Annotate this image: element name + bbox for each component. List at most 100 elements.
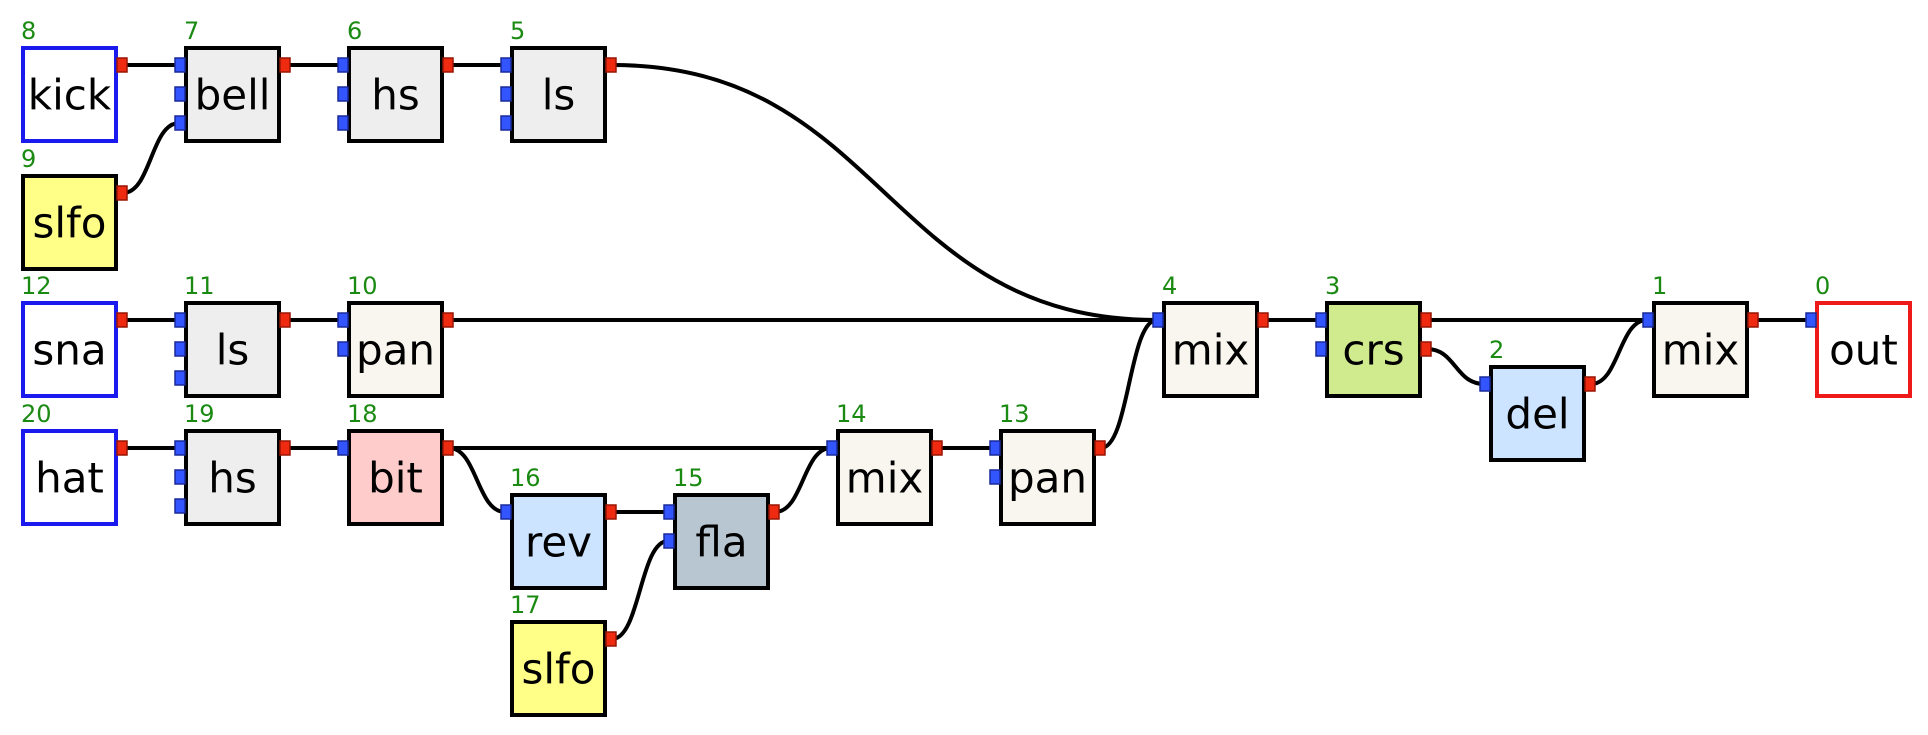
input-port-1[interactable] <box>337 440 349 456</box>
node-box[interactable] <box>347 301 444 398</box>
node-index-label: 4 <box>1162 272 1177 300</box>
node-box[interactable] <box>184 429 281 526</box>
output-port-1[interactable] <box>442 440 454 456</box>
node-box[interactable] <box>347 429 444 526</box>
node-box[interactable] <box>21 46 118 143</box>
input-port-1[interactable] <box>337 312 349 328</box>
input-port-2[interactable] <box>337 86 349 102</box>
input-port-1[interactable] <box>1479 376 1491 392</box>
input-port-1[interactable] <box>500 504 512 520</box>
node-box[interactable] <box>1815 301 1912 398</box>
node-label: mix <box>846 454 923 503</box>
output-port-1[interactable] <box>605 504 617 520</box>
input-port-2[interactable] <box>989 469 1001 485</box>
input-port-1[interactable] <box>826 440 838 456</box>
output-port-1[interactable] <box>116 185 128 201</box>
input-port-3[interactable] <box>500 115 512 131</box>
output-port-1[interactable] <box>442 57 454 73</box>
output-port-1[interactable] <box>931 440 943 456</box>
input-port-2[interactable] <box>174 469 186 485</box>
input-port-1[interactable] <box>174 312 186 328</box>
output-port-1[interactable] <box>1420 312 1432 328</box>
input-port-1[interactable] <box>1315 312 1327 328</box>
node-box[interactable] <box>184 301 281 398</box>
output-port-1[interactable] <box>116 312 128 328</box>
node-index-label: 10 <box>347 272 378 300</box>
node-box[interactable] <box>510 46 607 143</box>
input-port-2[interactable] <box>174 86 186 102</box>
node-index-label: 20 <box>21 400 52 428</box>
output-port-1[interactable] <box>605 57 617 73</box>
input-port-1[interactable] <box>500 57 512 73</box>
input-port-2[interactable] <box>1315 341 1327 357</box>
input-port-3[interactable] <box>174 498 186 514</box>
output-port-1[interactable] <box>279 57 291 73</box>
node-hs1[interactable]: 6hs <box>337 17 454 143</box>
node-box[interactable] <box>184 46 281 143</box>
node-box[interactable] <box>836 429 933 526</box>
input-port-1[interactable] <box>1805 312 1817 328</box>
output-port-1[interactable] <box>116 440 128 456</box>
node-box[interactable] <box>999 429 1096 526</box>
node-box[interactable] <box>1489 365 1586 462</box>
output-port-1[interactable] <box>116 57 128 73</box>
input-port-3[interactable] <box>174 370 186 386</box>
node-box[interactable] <box>1162 301 1259 398</box>
input-port-2[interactable] <box>174 341 186 357</box>
input-port-1[interactable] <box>1642 312 1654 328</box>
output-port-1[interactable] <box>605 631 617 647</box>
output-port-1[interactable] <box>768 504 780 520</box>
input-port-3[interactable] <box>174 115 186 131</box>
output-port-1[interactable] <box>279 312 291 328</box>
node-label: kick <box>28 71 112 120</box>
node-label: fla <box>695 518 747 567</box>
output-port-2[interactable] <box>1420 341 1432 357</box>
node-box[interactable] <box>510 493 607 590</box>
node-box[interactable] <box>673 493 770 590</box>
node-box[interactable] <box>1325 301 1422 398</box>
node-box[interactable] <box>510 620 607 717</box>
output-port-1[interactable] <box>1584 376 1596 392</box>
node-box[interactable] <box>21 174 118 271</box>
node-ls1[interactable]: 5ls <box>500 17 617 143</box>
input-port-3[interactable] <box>337 115 349 131</box>
output-port-1[interactable] <box>1257 312 1269 328</box>
input-port-1[interactable] <box>663 504 675 520</box>
node-box[interactable] <box>347 46 444 143</box>
node-box[interactable] <box>21 301 118 398</box>
input-port-2[interactable] <box>500 86 512 102</box>
output-port-1[interactable] <box>1747 312 1759 328</box>
input-port-2[interactable] <box>663 533 675 549</box>
node-box[interactable] <box>21 429 118 526</box>
input-port-1[interactable] <box>1152 312 1164 328</box>
input-port-1[interactable] <box>337 57 349 73</box>
node-label: ls <box>216 326 250 375</box>
output-port-1[interactable] <box>1094 440 1106 456</box>
input-port-1[interactable] <box>989 440 1001 456</box>
input-port-1[interactable] <box>174 57 186 73</box>
input-port-2[interactable] <box>337 341 349 357</box>
output-port-1[interactable] <box>279 440 291 456</box>
input-port-1[interactable] <box>174 440 186 456</box>
node-box[interactable] <box>1652 301 1749 398</box>
output-port-1[interactable] <box>442 312 454 328</box>
